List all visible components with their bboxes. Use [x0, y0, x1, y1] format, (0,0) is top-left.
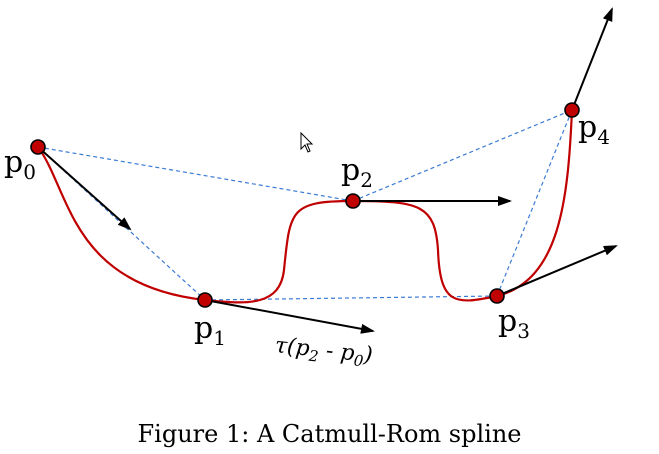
label-p1-sub: 1	[213, 326, 226, 350]
tangent-open: (	[286, 334, 298, 360]
tangent-label: τ(p2 - p0)	[273, 333, 374, 371]
label-p4-sub: 4	[597, 125, 610, 149]
label-p3-sub: 3	[517, 319, 530, 343]
control-point-p1[interactable]	[197, 292, 213, 308]
tangent-arrows	[37, 7, 618, 334]
tangent-a-sub: 2	[307, 347, 319, 366]
tangent-a: p	[294, 335, 311, 361]
tangent-close: )	[362, 342, 374, 368]
label-p0-letter: p	[4, 145, 23, 180]
control-point-p4[interactable]	[564, 102, 580, 118]
tangent-b-sub: 0	[353, 351, 365, 370]
label-p0: p0	[4, 145, 36, 184]
label-p4: p4	[578, 110, 610, 149]
tangent-label-text: τ(p2 - p0)	[273, 333, 373, 371]
control-point-p3[interactable]	[489, 288, 505, 304]
tangent-minus: -	[318, 338, 342, 365]
label-p4-letter: p	[578, 110, 597, 145]
mouse-cursor-icon	[300, 131, 314, 153]
tangent-arrow-p1	[204, 299, 375, 334]
label-p3: p3	[498, 304, 530, 343]
label-p0-sub: 0	[23, 160, 36, 184]
polygon-segment-p0-p2	[37, 146, 354, 202]
tangent-arrow-p0	[37, 146, 132, 231]
polygon-segment-p3-p4	[496, 109, 573, 297]
polygon-segment-p2-p4	[352, 109, 573, 202]
label-p3-letter: p	[498, 304, 517, 339]
tangent-b: p	[339, 340, 356, 366]
tangent-arrow-p3	[496, 245, 618, 297]
label-p2-sub: 2	[360, 168, 373, 192]
figure-caption: Figure 1: A Catmull-Rom spline	[137, 420, 522, 448]
label-p2: p2	[341, 153, 373, 192]
tangent-tau: τ	[274, 333, 290, 359]
label-p1-letter: p	[194, 311, 213, 346]
tangent-arrow-p4	[571, 7, 613, 111]
label-p2-letter: p	[341, 153, 360, 188]
control-points	[30, 102, 580, 308]
control-point-p2[interactable]	[345, 193, 361, 209]
control-point-p0[interactable]	[30, 139, 46, 155]
label-p1: p1	[194, 311, 226, 350]
